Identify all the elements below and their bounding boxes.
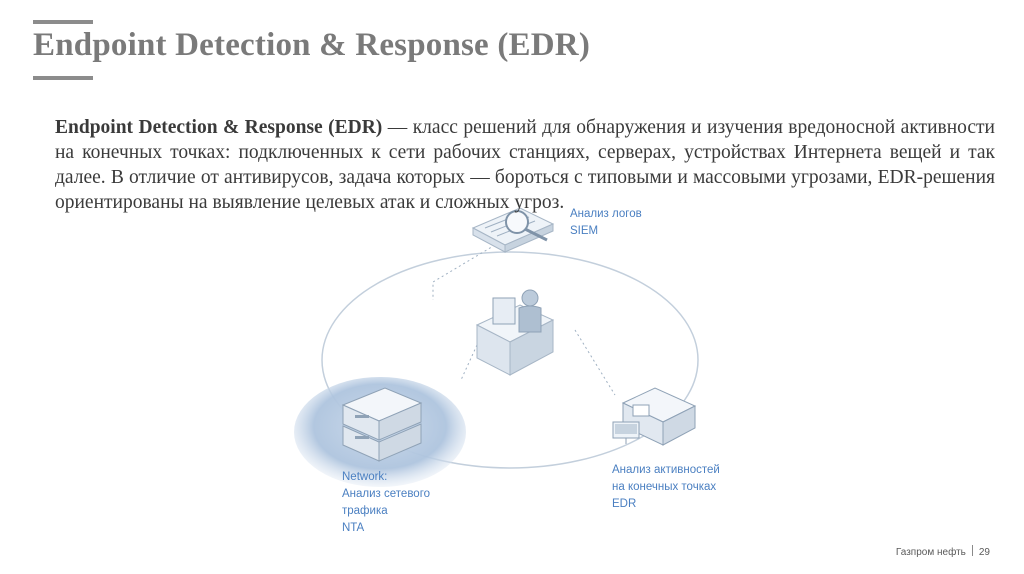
edr-label-line: на конечных точках <box>612 481 717 493</box>
siem-label: Анализ логов SIEM <box>570 206 642 240</box>
analyst-workstation-icon <box>475 289 555 376</box>
page-number: 29 <box>978 547 990 558</box>
network-label-line: Анализ сетевого <box>342 488 431 500</box>
edr-label: Анализ активностей на конечных точках ED… <box>612 462 720 513</box>
endpoint-devices-icon <box>612 387 697 446</box>
network-label-line: трафика <box>342 505 388 517</box>
edr-label-line: Анализ активностей <box>612 464 720 476</box>
siem-label-line: Анализ логов <box>570 208 642 220</box>
network-servers-icon <box>341 387 423 462</box>
network-label-line: NTA <box>342 522 365 534</box>
network-label: Network: Анализ сетевого трафика NTA <box>342 469 430 537</box>
network-label-line: Network: <box>342 471 388 483</box>
siem-label-line: SIEM <box>570 225 599 237</box>
slide-footer: Газпром нефть 29 <box>896 545 990 558</box>
body-paragraph: Endpoint Detection & Response (EDR) — кл… <box>55 115 995 215</box>
cycle-ellipse <box>321 251 699 469</box>
footer-divider <box>971 545 973 556</box>
title-accent-bottom <box>33 76 93 80</box>
company-name: Газпром нефть <box>895 547 966 558</box>
body-description: — класс решений для обнаружения и изучен… <box>55 117 995 213</box>
body-lead-term: Endpoint Detection & Response (EDR) <box>55 117 383 138</box>
siem-logs-icon <box>471 207 555 253</box>
edr-diagram <box>294 207 699 487</box>
title-accent-top <box>33 20 93 24</box>
connector-lines <box>432 244 616 396</box>
edr-label-line: EDR <box>612 498 637 510</box>
slide-title: Endpoint Detection & Response (EDR) <box>33 27 591 63</box>
